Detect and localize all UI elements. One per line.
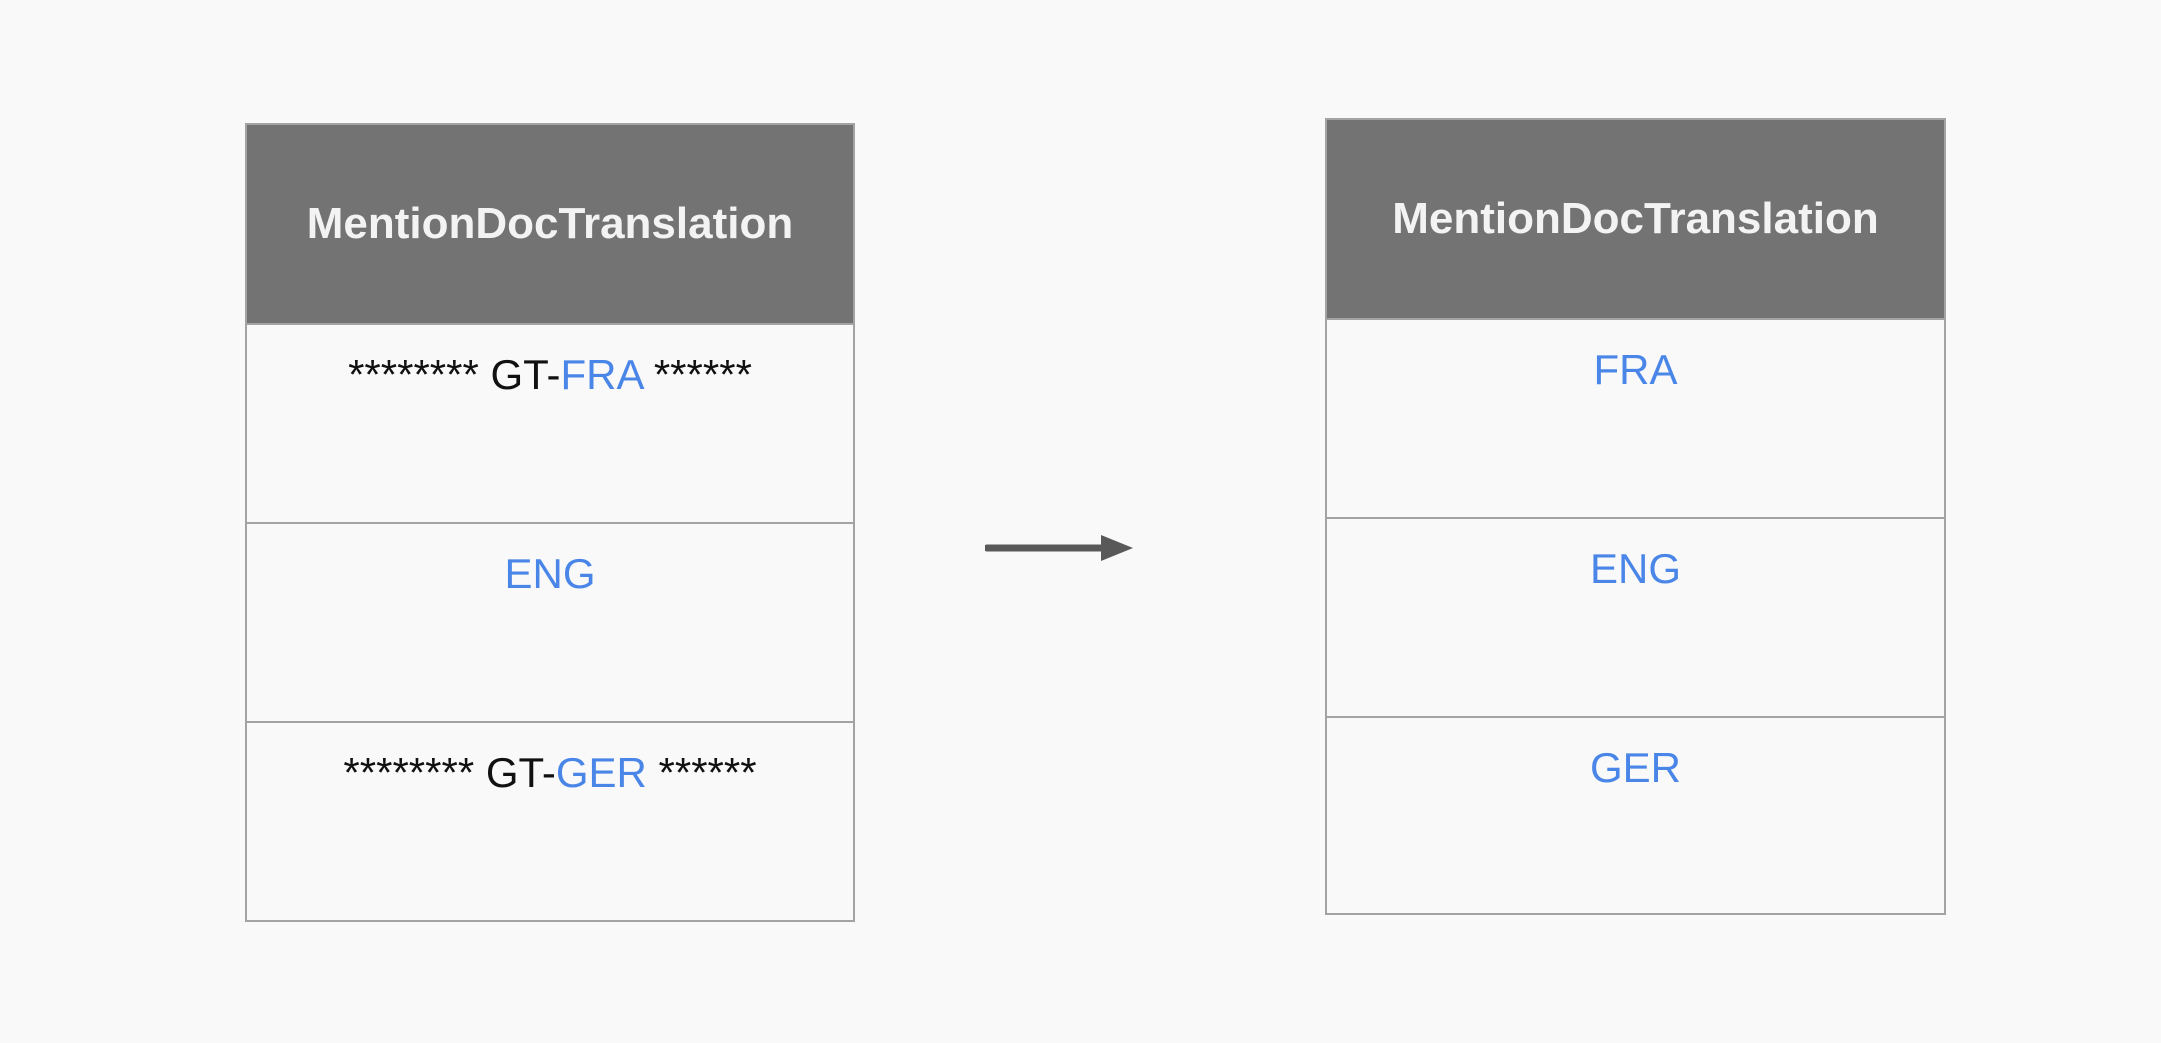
- source-row-prefix: ******** GT-: [348, 351, 561, 398]
- result-row-code: ENG: [1589, 545, 1681, 592]
- result-table-title: MentionDocTranslation: [1392, 194, 1879, 243]
- result-row-fra: FRA: [1327, 320, 1944, 519]
- source-row-code: GER: [555, 749, 647, 796]
- source-row-ger: ******** GT-GER ******: [247, 723, 853, 922]
- source-table-header: MentionDocTranslation: [247, 125, 853, 325]
- source-table-title: MentionDocTranslation: [306, 199, 794, 248]
- result-row-ger: GER: [1327, 718, 1944, 917]
- result-table-header: MentionDocTranslation: [1327, 120, 1944, 320]
- source-row-prefix: ******** GT-: [343, 749, 556, 796]
- source-table: MentionDocTranslation ******** GT-FRA **…: [245, 123, 855, 922]
- source-row-suffix: ******: [646, 749, 757, 796]
- result-row-eng: ENG: [1327, 519, 1944, 718]
- result-table: MentionDocTranslation FRA ENG GER: [1325, 118, 1946, 915]
- source-row-code: ENG: [504, 550, 596, 597]
- result-row-code: GER: [1589, 744, 1681, 791]
- source-row-code: FRA: [560, 351, 643, 398]
- result-row-code: FRA: [1593, 346, 1678, 393]
- source-row-suffix: ******: [642, 351, 752, 398]
- source-row-fra: ******** GT-FRA ******: [247, 325, 853, 524]
- source-row-eng: ENG: [247, 524, 853, 723]
- right-arrow-icon: [985, 535, 1133, 561]
